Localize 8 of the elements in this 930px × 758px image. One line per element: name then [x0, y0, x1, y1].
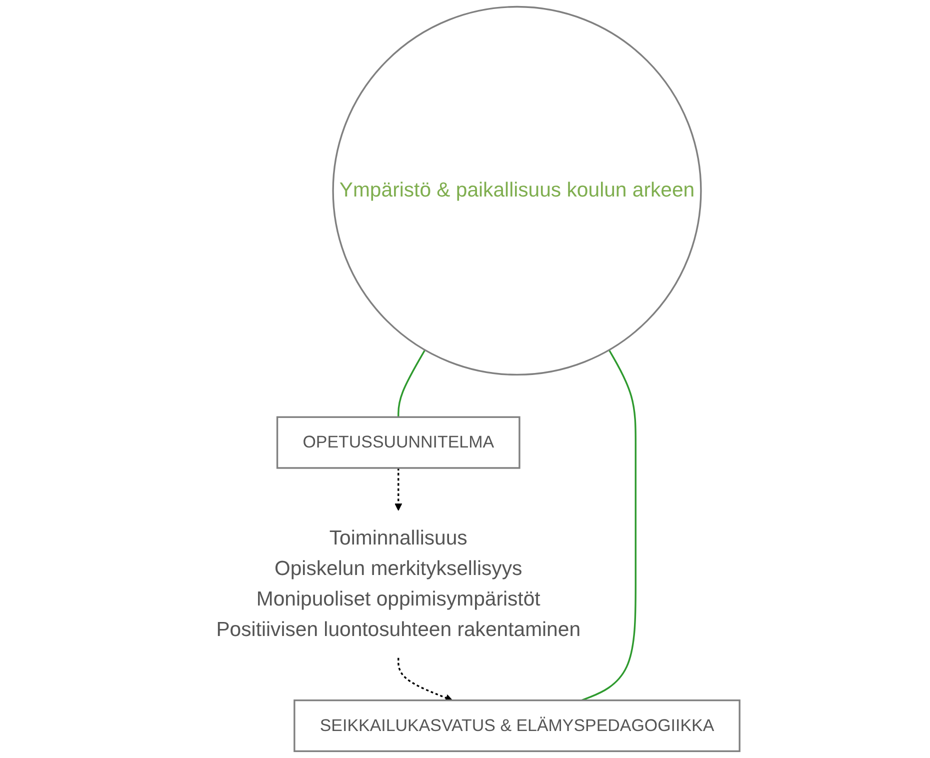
arrow — [397, 658, 452, 702]
node-box: SEIKKAILUKASVATUS & ELÄMYSPEDAGOGIIKKA — [293, 699, 740, 752]
connector — [397, 350, 426, 418]
node-text: Toiminnallisuus Opiskelun merkityksellisyys Monipuoliset oppimisympäristöt Positiivisen luontosuhteen rakentaminen — [216, 526, 580, 641]
connector — [581, 350, 636, 702]
arrow — [394, 468, 402, 511]
node-circle: Ympäristö & paikallisuus koulun arkeen — [332, 6, 702, 376]
node-box: OPETUSSUUNNITELMA — [276, 416, 520, 469]
